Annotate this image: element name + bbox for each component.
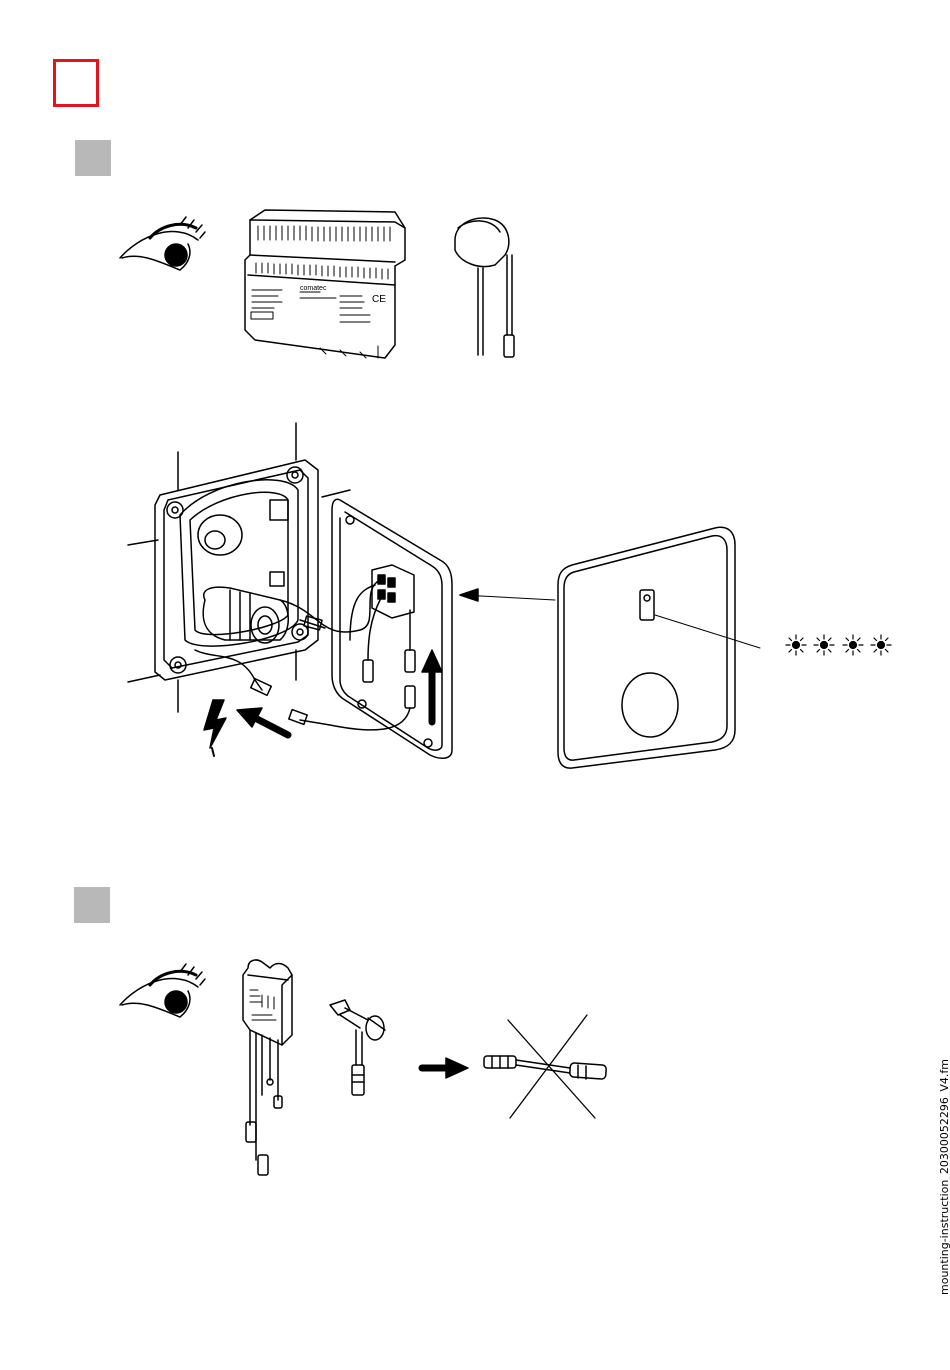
wall-box-with-valve: [128, 423, 380, 712]
eye-icon: [120, 964, 205, 1017]
footer-filename: mounting-instruction_20300052296_V4.fm: [938, 1059, 950, 1295]
arrow-up-icon: [422, 650, 442, 722]
din-rail-power-supply: comatec CE: [245, 210, 405, 358]
arrow-icon: [422, 1058, 468, 1078]
led-blink-icon: [786, 635, 891, 655]
crossed-out-cable: [484, 1015, 606, 1118]
plug-connector-module: [455, 218, 514, 357]
front-panel-with-led: [558, 527, 760, 768]
power-supply-brand: comatec: [300, 285, 327, 292]
lightning-bolt-icon: [204, 700, 226, 756]
arrow-icon: [237, 708, 288, 735]
power-supply-unit: [243, 960, 292, 1175]
svg-text:CE: CE: [372, 294, 386, 305]
t-connector: [330, 1000, 385, 1095]
eye-icon: [120, 217, 205, 270]
